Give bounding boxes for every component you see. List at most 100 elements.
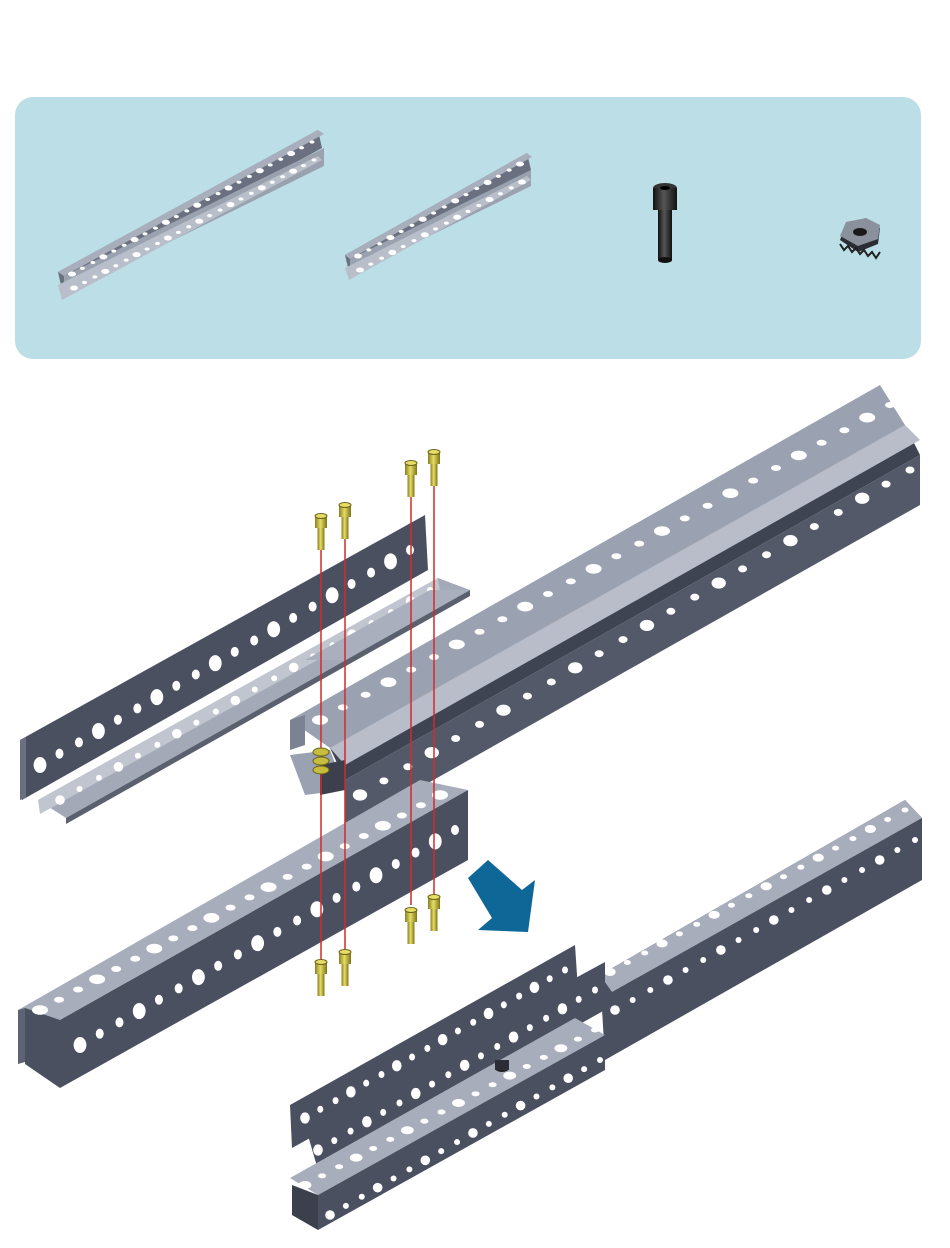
screw: [405, 908, 417, 945]
channel-hole: [624, 960, 631, 965]
channel-hole: [186, 225, 191, 228]
channel-hole: [162, 220, 170, 225]
channel-hole: [647, 987, 653, 993]
channel-hole: [124, 259, 129, 262]
channel-hole: [396, 1099, 402, 1106]
channel-hole: [865, 825, 876, 833]
channel-hole: [172, 681, 180, 691]
channel-hole: [143, 232, 148, 235]
channel-hole: [249, 192, 254, 195]
channel-hole: [145, 247, 150, 250]
channel-hole: [213, 709, 219, 715]
channel-hole: [563, 1073, 573, 1083]
channel-hole: [168, 935, 178, 941]
channel-hole: [388, 250, 396, 255]
channel-hole: [261, 882, 277, 892]
screw: [428, 895, 440, 932]
channel-hole: [611, 553, 621, 559]
channel-hole: [859, 867, 865, 873]
channel-hole: [193, 203, 201, 208]
channel-hole: [693, 922, 700, 927]
screw: [315, 514, 327, 551]
channel-hole: [523, 693, 532, 700]
channel-hole: [452, 1099, 465, 1107]
channel-hole: [429, 833, 442, 849]
channel-hole: [574, 1037, 582, 1042]
channel-hole: [34, 757, 47, 773]
channel-hole: [424, 1045, 430, 1052]
channel-hole: [700, 957, 706, 963]
channel-hole: [641, 950, 648, 955]
channel-hole: [369, 1146, 377, 1151]
screw: [405, 461, 417, 498]
channel-hole: [475, 629, 485, 635]
channel-hole: [841, 877, 847, 883]
channel-hole: [788, 907, 794, 913]
channel-hole: [335, 1164, 343, 1169]
channel-hole: [302, 864, 312, 870]
channel-hole: [409, 1054, 415, 1061]
channel-hole: [438, 1148, 444, 1154]
screw: [339, 503, 351, 540]
channel-hole: [509, 186, 514, 189]
spacer-stack: [313, 748, 329, 774]
channel-hole: [346, 1086, 356, 1097]
channel-hole: [419, 217, 427, 222]
channel-hole: [444, 221, 449, 224]
channel-hole: [549, 1084, 555, 1090]
channel-hole: [172, 729, 182, 739]
channel-hole: [762, 551, 771, 558]
channel-hole: [431, 211, 436, 214]
channel-hole: [54, 997, 64, 1003]
channel-hole: [289, 169, 297, 174]
channel-hole: [797, 865, 804, 870]
channel-hole: [361, 692, 371, 698]
channel-hole: [300, 1112, 310, 1123]
channel-hole: [92, 723, 105, 739]
channel-hole: [859, 413, 875, 423]
channel-hole: [849, 836, 856, 841]
channel-hole: [817, 440, 827, 446]
channel-hole: [783, 535, 797, 546]
channel-hole: [683, 967, 689, 973]
channel-hole: [312, 158, 317, 161]
channel-hole: [331, 1137, 337, 1144]
channel-hole: [516, 993, 522, 1000]
channel-hole: [333, 1097, 339, 1104]
channel-hole: [325, 1210, 335, 1220]
channel-hole: [421, 232, 429, 237]
channel-hole: [496, 175, 501, 178]
channel-hole: [380, 677, 396, 687]
channel-hole: [184, 209, 189, 212]
channel-hole: [451, 198, 459, 203]
channel-hole: [501, 1001, 507, 1008]
channel-hole: [610, 1005, 620, 1015]
channel-hole: [73, 987, 83, 993]
channel-hole: [558, 1003, 568, 1014]
channel-hole: [133, 252, 141, 257]
channel-hole: [318, 852, 334, 862]
channel-hole: [283, 874, 293, 880]
channel-hole: [375, 821, 391, 831]
channel-hole: [484, 1008, 494, 1019]
channel-hole: [176, 231, 181, 234]
channel-hole: [313, 1144, 323, 1155]
channel-hole: [267, 621, 280, 637]
channel-hole: [554, 1044, 567, 1052]
channel-hole: [547, 678, 556, 685]
channel-hole: [353, 789, 367, 800]
channel-hole: [813, 854, 824, 862]
channel-hole: [289, 663, 299, 673]
channel-hole: [363, 1080, 369, 1087]
channel-hole: [822, 885, 832, 895]
channel-hole: [312, 715, 328, 725]
channel-hole: [187, 925, 197, 931]
long-channel-top: [290, 385, 920, 830]
channel-hole: [377, 242, 382, 245]
channel-hole: [203, 913, 219, 923]
channel-hole: [460, 1060, 470, 1071]
channel-hole: [366, 248, 371, 251]
channel-hole: [386, 1137, 394, 1142]
channel-hole: [115, 1017, 123, 1027]
channel-hole: [164, 235, 172, 240]
